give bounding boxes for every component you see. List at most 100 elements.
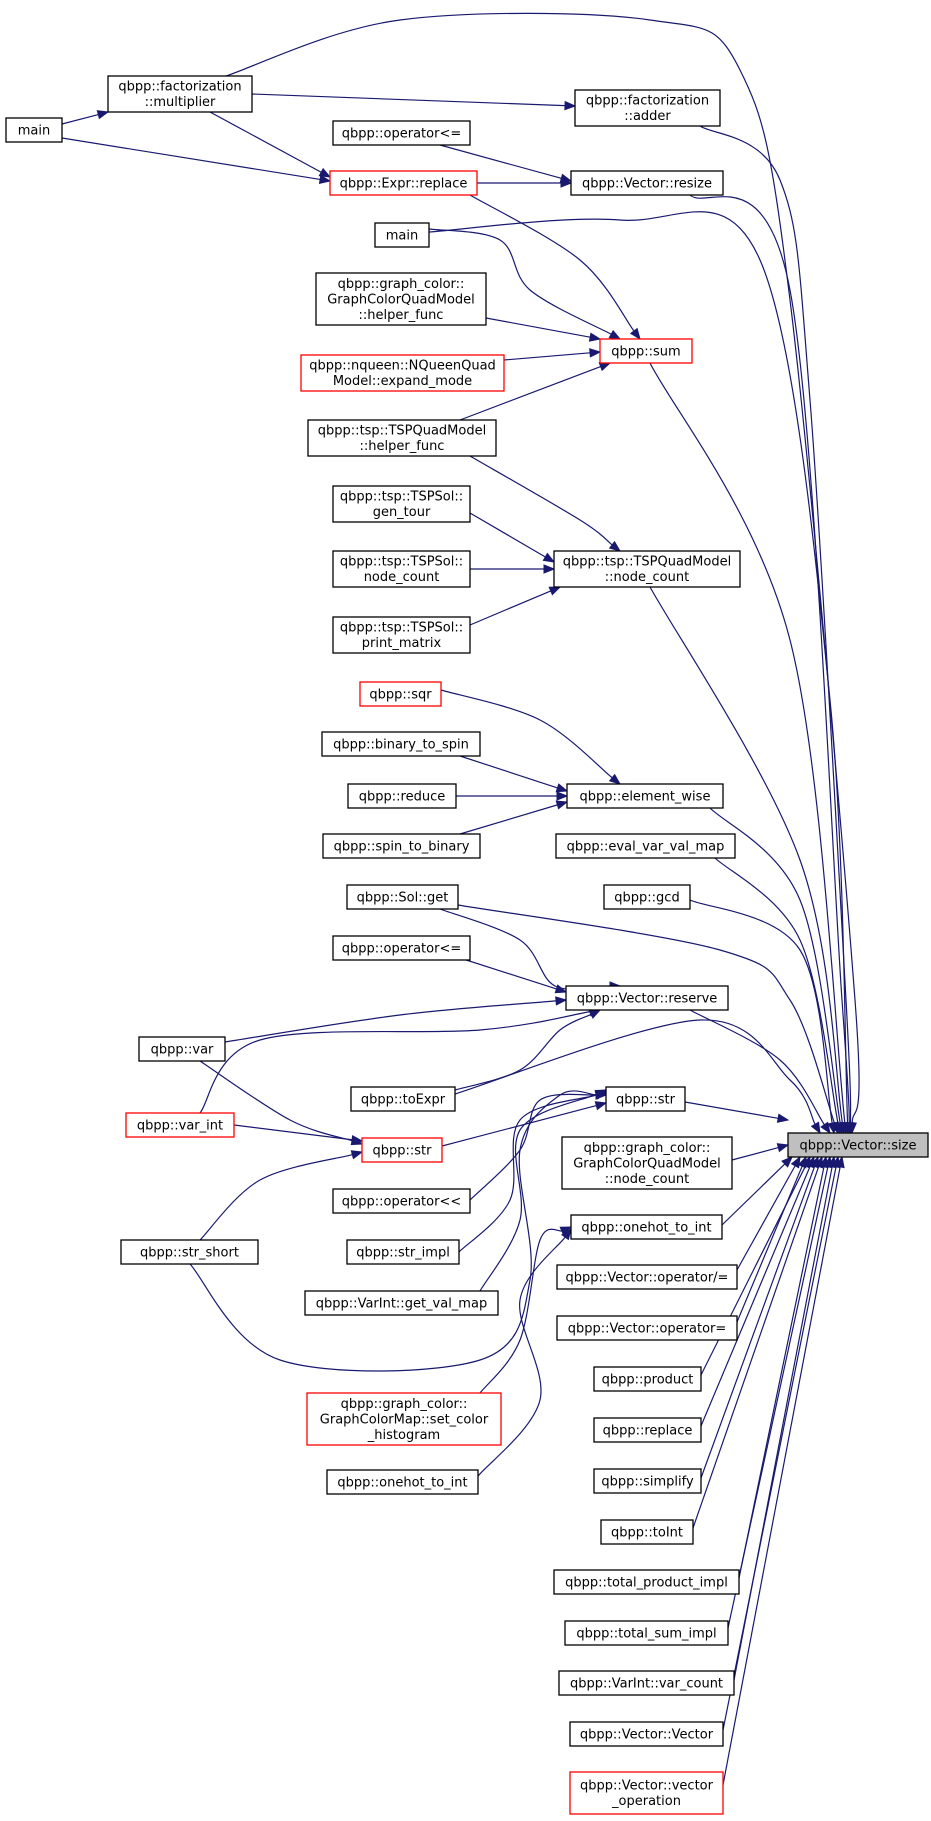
node-box <box>5 117 63 143</box>
node-vreserve[interactable]: qbpp::Vector::reserve <box>565 985 729 1011</box>
edge-arrowhead <box>556 791 569 801</box>
edge-arrowhead <box>318 174 332 185</box>
edge-main1-to-fmult <box>61 110 110 125</box>
node-s2b[interactable]: qbpp::spin_to_binary <box>322 833 481 859</box>
edge-line <box>479 1228 563 1394</box>
node-vopeq[interactable]: qbpp::Vector::operator= <box>556 1315 738 1341</box>
edge-line <box>458 1094 597 1253</box>
node-vvecop[interactable]: qbpp::Vector::vector_operation <box>569 1771 724 1815</box>
node-label: qbpp::reduce <box>359 789 445 804</box>
node-var[interactable]: qbpp::var <box>138 1036 226 1062</box>
node-sqr[interactable]: qbpp::sqr <box>359 681 442 707</box>
node-strred[interactable]: qbpp::str <box>361 1137 443 1163</box>
node-strimpl[interactable]: qbpp::str_impl <box>346 1239 460 1265</box>
edge-line <box>684 1101 779 1119</box>
node-label: qbpp::Vector::reserve <box>577 991 718 1006</box>
node-totprod[interactable]: qbpp::total_product_impl <box>553 1569 740 1595</box>
node-printm[interactable]: qbpp::tsp::TSPSol::print_matrix <box>332 616 471 654</box>
node-fadder[interactable]: qbpp::factorization::adder <box>574 89 721 127</box>
edge-arrowhead <box>594 1101 608 1111</box>
edge-arrowhead <box>554 984 568 994</box>
node-onehot1[interactable]: qbpp::onehot_to_int <box>570 1214 723 1240</box>
node-box <box>321 731 481 757</box>
node-label: qbpp::total_product_impl <box>565 1575 728 1590</box>
node-gchelper[interactable]: qbpp::graph_color::GraphColorQuadModel::… <box>315 272 487 326</box>
node-box <box>107 75 253 113</box>
node-strshort[interactable]: qbpp::str_short <box>120 1239 259 1265</box>
node-replace[interactable]: qbpp::replace <box>593 1417 702 1443</box>
edge-strshort-to-strred <box>199 1150 364 1241</box>
node-label: qbpp::factorization <box>586 94 709 109</box>
edge-line <box>459 755 558 789</box>
node-exprrep[interactable]: qbpp::Expr::replace <box>329 170 478 196</box>
node-vopdiv[interactable]: qbpp::Vector::operator/= <box>556 1264 738 1290</box>
node-label: qbpp::graph_color:: <box>338 277 465 292</box>
node-box <box>350 1086 456 1112</box>
node-sum[interactable]: qbpp::sum <box>599 338 693 364</box>
node-opshl[interactable]: qbpp::operator<< <box>332 1188 471 1214</box>
node-gcnc[interactable]: qbpp::graph_color::GraphColorQuadModel::… <box>561 1136 733 1190</box>
node-onehot2[interactable]: qbpp::onehot_to_int <box>326 1469 479 1495</box>
node-gcd[interactable]: qbpp::gcd <box>603 884 691 910</box>
node-vvector[interactable]: qbpp::Vector::Vector <box>569 1721 724 1747</box>
node-strblack[interactable]: qbpp::str <box>605 1086 686 1112</box>
edge-onehot1-to-target <box>721 1156 793 1226</box>
node-box <box>346 1239 460 1265</box>
edge-line <box>428 211 849 1124</box>
node-elemwise[interactable]: qbpp::element_wise <box>566 783 724 809</box>
node-box <box>603 884 691 910</box>
edge-arrowhead <box>543 564 556 574</box>
node-toint[interactable]: qbpp::toInt <box>600 1519 694 1545</box>
node-fmult[interactable]: qbpp::factorization::multiplier <box>107 75 253 113</box>
node-product[interactable]: qbpp::product <box>593 1366 702 1392</box>
node-box <box>307 419 497 457</box>
edge-line <box>469 590 552 626</box>
node-tsphelper[interactable]: qbpp::tsp::TSPQuadModel::helper_func <box>307 419 497 457</box>
edge-line <box>714 857 839 1124</box>
node-label: qbpp::VarInt::var_count <box>570 1676 723 1691</box>
edge-arrowhead <box>350 1150 364 1160</box>
node-nqueen[interactable]: qbpp::nqueen::NQueenQuadModel::expand_mo… <box>300 354 505 392</box>
node-main2[interactable]: main <box>374 222 430 248</box>
node-main1[interactable]: main <box>5 117 63 143</box>
node-b2s[interactable]: qbpp::binary_to_spin <box>321 731 481 757</box>
edge-arrowhead <box>820 1121 831 1135</box>
node-target[interactable]: qbpp::Vector::size <box>787 1132 929 1158</box>
node-getval[interactable]: qbpp::VarInt::get_val_map <box>304 1290 499 1316</box>
node-solnc[interactable]: qbpp::tsp::TSPSol::node_count <box>332 550 471 588</box>
node-toexpr[interactable]: qbpp::toExpr <box>350 1086 456 1112</box>
edge-line <box>469 455 613 546</box>
node-varint[interactable]: qbpp::var_int <box>125 1112 235 1138</box>
node-box <box>347 783 457 809</box>
node-label: qbpp::product <box>602 1372 694 1387</box>
node-vresize[interactable]: qbpp::Vector::resize <box>570 170 724 196</box>
node-totsum[interactable]: qbpp::total_sum_impl <box>564 1620 729 1646</box>
node-evalvar[interactable]: qbpp::eval_var_val_map <box>555 833 736 859</box>
node-gcmap[interactable]: qbpp::graph_color::GraphColorMap::set_co… <box>306 1392 502 1446</box>
node-box <box>315 272 487 326</box>
node-label: ::adder <box>624 109 671 124</box>
node-label: _operation <box>611 1794 681 1809</box>
node-box <box>569 1771 724 1815</box>
node-simplify[interactable]: qbpp::simplify <box>593 1468 702 1494</box>
node-oplte1[interactable]: qbpp::operator<= <box>332 120 471 146</box>
edge-line <box>441 1104 597 1147</box>
edge-line <box>459 957 557 990</box>
node-label: qbpp::replace <box>603 1423 693 1438</box>
edge-line <box>459 804 558 835</box>
edge-line <box>428 228 612 335</box>
edge-arrowhead <box>555 996 568 1006</box>
node-box <box>555 833 736 859</box>
node-oplte2[interactable]: qbpp::operator<= <box>332 935 471 961</box>
node-tspnc[interactable]: qbpp::tsp::TSPQuadModel::node_count <box>553 550 741 588</box>
node-solget[interactable]: qbpp::Sol::get <box>346 884 459 910</box>
node-label: node_count <box>364 570 440 585</box>
node-gentour[interactable]: qbpp::tsp::TSPSol::gen_tour <box>332 485 471 523</box>
edge-nqueen-to-sum <box>503 348 602 361</box>
node-varcount[interactable]: qbpp::VarInt::var_count <box>558 1670 735 1696</box>
node-label: qbpp::tsp::TSPQuadModel <box>563 555 731 570</box>
edge-line <box>439 144 562 179</box>
node-label: qbpp::tsp::TSPQuadModel <box>318 424 486 439</box>
edge-gchelper-to-sum <box>485 317 602 342</box>
node-reduce[interactable]: qbpp::reduce <box>347 783 457 809</box>
